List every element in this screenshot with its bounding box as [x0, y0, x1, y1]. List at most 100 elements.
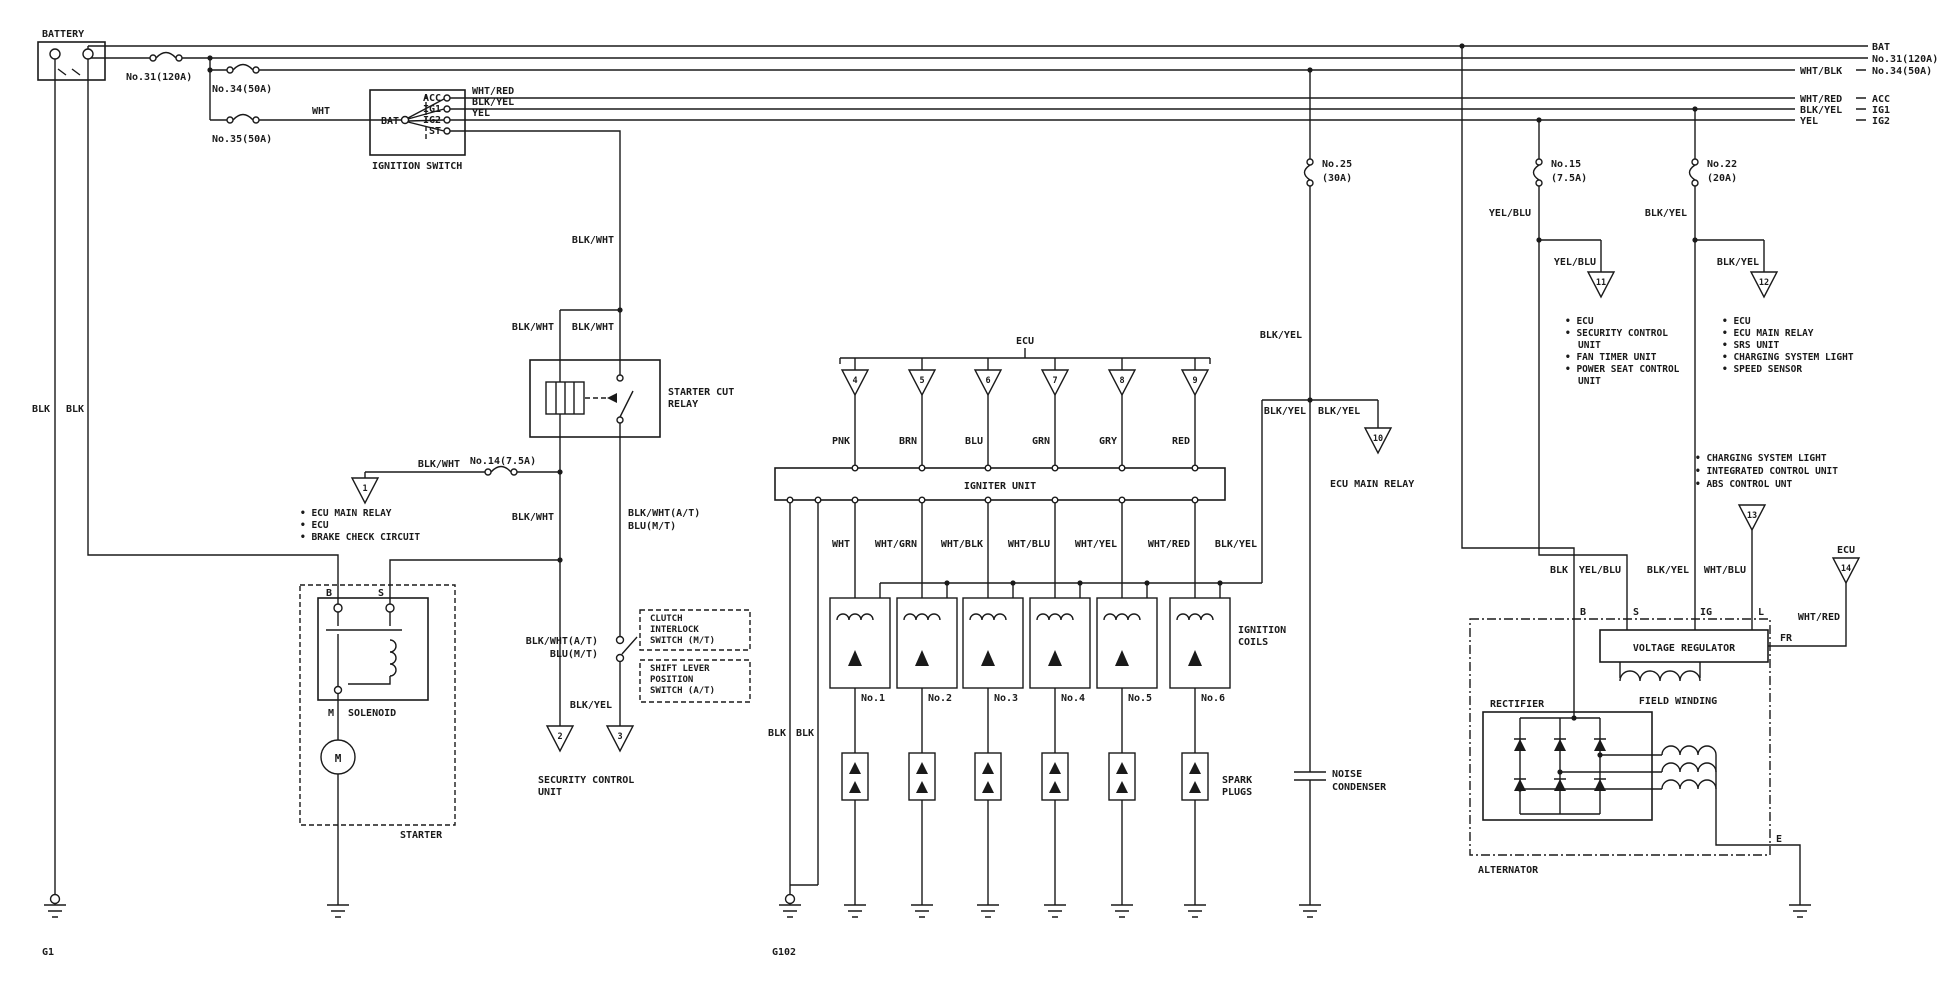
wire-label-blkwht-relay-r: BLK/WHT [572, 322, 614, 333]
dest-list-left-3: • BRAKE CHECK CIRCUIT [300, 532, 420, 543]
fr-terminal-label: FR [1780, 633, 1793, 644]
starter-cut-relay-symbol [529, 359, 661, 438]
dest-list-b-1: • ECU [1722, 316, 1751, 327]
connector-5-icon [907, 369, 937, 397]
clutch-switch-label-1: CLUTCH [650, 614, 683, 624]
voltage-regulator-label: VOLTAGE REGULATOR [1633, 643, 1736, 654]
wire-label-blu: BLU [965, 436, 983, 447]
alt-terminal-l: L [1758, 607, 1764, 618]
junction-dots [207, 43, 1698, 792]
connector-triangles [350, 271, 1861, 753]
field-winding-icon [1619, 670, 1701, 682]
connector-13-number: 13 [1747, 511, 1757, 521]
rectifier-box [1482, 711, 1653, 821]
wire-label-blk-a: BLK [768, 728, 786, 739]
ign-terminal-bat: BAT [381, 116, 399, 127]
connector-9-icon [1180, 369, 1210, 397]
starter-cut-relay-label-2: RELAY [668, 399, 698, 410]
dest-list-c-1: • CHARGING SYSTEM LIGHT [1695, 453, 1827, 464]
wire-label-whtyel: WHT/YEL [1075, 539, 1117, 550]
wire-label-blkwht-st: BLK/WHT [572, 235, 614, 246]
ecu-center-label: ECU [1016, 336, 1034, 347]
connector-4-number: 4 [852, 376, 857, 386]
wire-label-whtblk: WHT/BLK [941, 539, 983, 550]
wire-left-section [54, 59, 638, 895]
starter-cut-relay-label-1: STARTER CUT [668, 387, 734, 398]
right-edge-ig1: IG1 [1872, 105, 1890, 116]
wire-label-blkwht-at1: BLK/WHT(A/T) [628, 508, 700, 519]
wire-blkyel-main [1262, 70, 1379, 895]
right-edge-no34: No.34(50A) [1872, 66, 1932, 77]
connector-2-icon [545, 725, 575, 753]
wire-igniter-outputs [789, 503, 1196, 895]
ign-terminal-acc: ACC [423, 93, 441, 104]
fuse-no34-icon [226, 66, 260, 74]
shift-lever-label-3: SWITCH (A/T) [650, 686, 715, 696]
alt-terminal-b: B [1580, 607, 1586, 618]
wire-label-blkwht-relay-l: BLK/WHT [512, 322, 554, 333]
dest-list-left-1: • ECU MAIN RELAY [300, 508, 392, 519]
fuse-no31-icon [149, 54, 183, 62]
dest-list-b-4: • CHARGING SYSTEM LIGHT [1722, 352, 1854, 363]
wire-label-whtblu-3: WHT/BLU [1704, 565, 1746, 576]
fuse-25-label-2: (30A) [1322, 173, 1352, 184]
right-edge-yel: YEL [1800, 116, 1818, 127]
igniter-unit-symbol [774, 464, 1226, 504]
igniter-unit-label: IGNITER UNIT [964, 481, 1036, 492]
right-edge-no31: No.31(120A) [1872, 54, 1938, 65]
security-control-unit-label-2: UNIT [538, 787, 562, 798]
connector-1-number: 1 [362, 484, 367, 494]
fuse-no14-icon [484, 468, 518, 476]
connector-11-icon [1586, 271, 1616, 299]
security-control-unit-label-1: SECURITY CONTROL [538, 775, 634, 786]
ground-g1-label: G1 [42, 947, 54, 958]
connector-5-number: 5 [919, 376, 924, 386]
voltage-regulator-box [1599, 629, 1769, 663]
spark-plugs-symbol [841, 752, 1209, 801]
connector-3-number: 3 [617, 732, 622, 742]
alternator-symbol [1469, 618, 1771, 856]
wire-label-blkyel-split-l: BLK/YEL [1264, 406, 1306, 417]
fuse-no15-icon [1535, 158, 1543, 187]
dest-list-left-2: • ECU [300, 520, 329, 531]
connector-14-icon [1831, 557, 1861, 585]
fuse-22-label-1: No.22 [1707, 159, 1737, 170]
wire-igniter-inputs [854, 395, 1196, 465]
ground-g1-icon [49, 893, 61, 905]
fuse-34-label: No.34(50A) [212, 84, 272, 95]
wire-label-yelblu-2: YEL/BLU [1554, 257, 1596, 268]
alt-terminal-ig: IG [1700, 607, 1712, 618]
wire-bus-top [87, 45, 1868, 121]
connector-7-number: 7 [1052, 376, 1057, 386]
right-edge-bat: BAT [1872, 42, 1890, 53]
ign-terminal-st: ST [429, 126, 441, 137]
wire-label-blk-b: BLK [796, 728, 814, 739]
shift-lever-label-2: POSITION [650, 675, 693, 685]
wire-label-pnk: PNK [832, 436, 850, 447]
wire-label-whtred-fr: WHT/RED [1798, 612, 1840, 623]
dest-list-a-5: • POWER SEAT CONTROL [1565, 364, 1680, 375]
fuse-31-label: No.31(120A) [126, 72, 192, 83]
starter-label: STARTER [400, 830, 443, 841]
right-edge-whtblk: WHT/BLK [1800, 66, 1842, 77]
stator-winding-icon [1661, 745, 1717, 790]
right-edge-blkyel: BLK/YEL [1800, 105, 1842, 116]
spark-plugs-label-2: PLUGS [1222, 787, 1252, 798]
wire-label-wht-out: WHT [832, 539, 850, 550]
fuse-15-label-2: (7.5A) [1551, 173, 1587, 184]
symbols [37, 41, 1861, 905]
connector-7-icon [1040, 369, 1070, 397]
wire-label-blu-mt2: BLU(M/T) [550, 649, 598, 660]
clutch-switch-label-2: INTERLOCK [650, 625, 699, 635]
connector-3-icon [605, 725, 635, 753]
connector-10-number: 10 [1373, 434, 1383, 444]
ground-g102-label: G102 [772, 947, 796, 958]
wire-label-blkyel-r1: BLK/YEL [1645, 208, 1687, 219]
wire-label-out-yel: YEL [472, 108, 490, 119]
coil-no5-label: No.5 [1128, 693, 1152, 704]
right-edge-ig2: IG2 [1872, 116, 1890, 127]
wire-label-blk-2: BLK [66, 404, 84, 415]
alternator-label: ALTERNATOR [1478, 865, 1539, 876]
coil-no2-label: No.2 [928, 693, 952, 704]
ground-symbols [44, 895, 1811, 918]
